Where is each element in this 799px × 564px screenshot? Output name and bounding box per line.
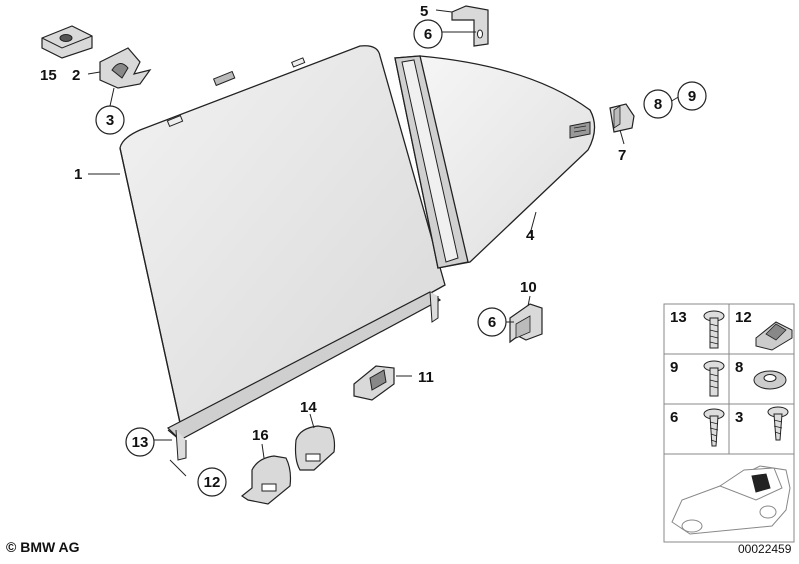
label-12: 12: [204, 474, 221, 491]
table-cell-3: 3: [735, 409, 743, 426]
label-5: 5: [420, 3, 428, 20]
label-13: 13: [132, 434, 149, 451]
label-10: 10: [520, 279, 537, 296]
label-8: 8: [654, 96, 662, 113]
callout-circle-8: [643, 89, 673, 119]
label-15: 15: [40, 67, 57, 84]
diagram-number: 00022459: [738, 542, 792, 556]
callout-circle-6-mid: [477, 307, 507, 337]
copyright-text: © BMW AG: [6, 539, 80, 555]
label-16: 16: [252, 427, 269, 444]
callout-circle-12: [197, 467, 227, 497]
part-15-holder: [41, 25, 93, 59]
part-6-bracket-top: [451, 5, 489, 47]
label-6-mid: 6: [488, 314, 496, 331]
callout-circle-3: [95, 105, 125, 135]
part-2-hook-bracket: [99, 47, 152, 89]
part-11-clip: [353, 365, 395, 401]
car-location-icon: [671, 465, 791, 535]
clip-12-icon: [755, 321, 793, 351]
part-labels: 1 2 3 4 5 6 7 8 9 10 6 11 12 13 14 15 16: [40, 3, 707, 497]
label-4: 4: [526, 227, 535, 244]
table-cell-6: 6: [670, 409, 678, 426]
label-14: 14: [300, 399, 317, 416]
part-8-holder: [609, 103, 635, 133]
callout-circle-9: [677, 81, 707, 111]
part-10-bracket: [509, 303, 543, 344]
table-cell-13: 13: [670, 309, 687, 326]
screw-6-icon: [703, 408, 725, 447]
nut-8-icon: [753, 370, 787, 390]
screw-3-icon: [767, 406, 789, 441]
part-14-handle: [294, 425, 336, 471]
screw-13-icon: [703, 310, 725, 349]
callout-circle-13: [125, 427, 155, 457]
label-7: 7: [618, 147, 626, 164]
label-3: 3: [106, 112, 114, 129]
screw-9-icon: [703, 360, 725, 397]
quarter-window-sunblind: [394, 55, 596, 269]
label-9: 9: [688, 88, 696, 105]
label-11: 11: [418, 369, 434, 386]
part-16-handle: [240, 455, 292, 505]
label-2: 2: [72, 67, 80, 84]
fastener-legend-table: 13 12 9 8 6 3: [663, 303, 795, 543]
table-cell-9: 9: [670, 359, 678, 376]
table-cell-12: 12: [735, 309, 752, 326]
table-cell-8: 8: [735, 359, 743, 376]
label-6-top: 6: [424, 26, 432, 43]
callout-circle-6-top: [413, 19, 443, 49]
sunblind-panel: [119, 45, 446, 461]
label-1: 1: [74, 166, 82, 183]
